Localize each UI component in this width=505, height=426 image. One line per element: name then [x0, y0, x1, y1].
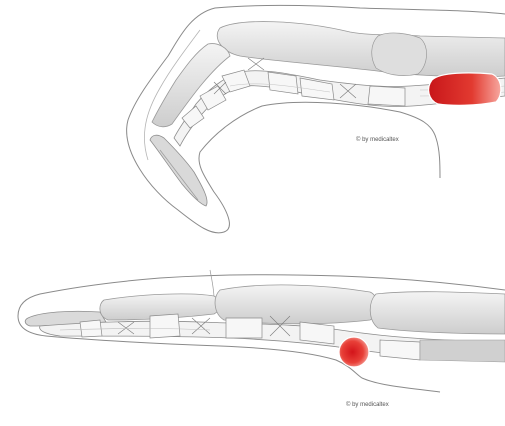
pulley-band	[368, 86, 405, 106]
bent-metacarpal-head	[372, 33, 427, 76]
straight-metacarpal	[370, 292, 505, 334]
bent-distal-phalanx	[150, 135, 207, 206]
pulley-band	[300, 322, 334, 344]
pulley-band	[268, 72, 298, 94]
bent-pulley-bands	[182, 70, 405, 128]
bent-proximal-phalanx	[217, 22, 505, 77]
pulley-band	[80, 320, 102, 337]
bent-finger-panel	[127, 5, 505, 233]
pulley-band	[226, 318, 262, 338]
pulley-band	[380, 340, 420, 360]
straight-deep-tendon	[420, 340, 505, 362]
copyright-label-bottom: © by medicaltex	[346, 402, 389, 408]
straight-finger-crease	[210, 270, 214, 298]
bent-inflamed-nodule	[429, 73, 501, 105]
pulley-band	[150, 314, 180, 338]
straight-inflamed-nodule	[339, 337, 369, 367]
copyright-label-top: © by medicaltex	[356, 137, 399, 143]
straight-finger-panel	[18, 270, 505, 392]
